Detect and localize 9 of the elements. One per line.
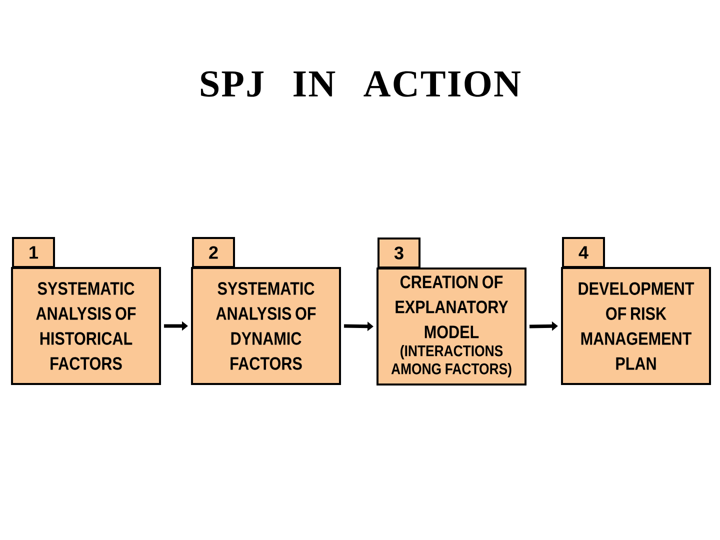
process-box: SYSTEMATIC ANALYSIS OF HISTORICAL FACTORS (11, 267, 161, 385)
title: SPJ IN ACTION (201, 71, 520, 97)
process-box: SYSTEMATIC ANALYSIS OF DYNAMIC FACTORS (191, 267, 341, 385)
step-tab: 4 (562, 237, 605, 268)
process-box: CREATION OF EXPLANATORY MODEL (INTERACTIONS AMONG FACTORS) (376, 268, 526, 386)
process-box: DEVELOPMENT OF RISK MANAGEMENT PLAN (561, 267, 711, 385)
step-tab: 3 (378, 238, 420, 268)
step-tab: 2 (192, 237, 235, 268)
step-tab: 1 (12, 237, 55, 268)
